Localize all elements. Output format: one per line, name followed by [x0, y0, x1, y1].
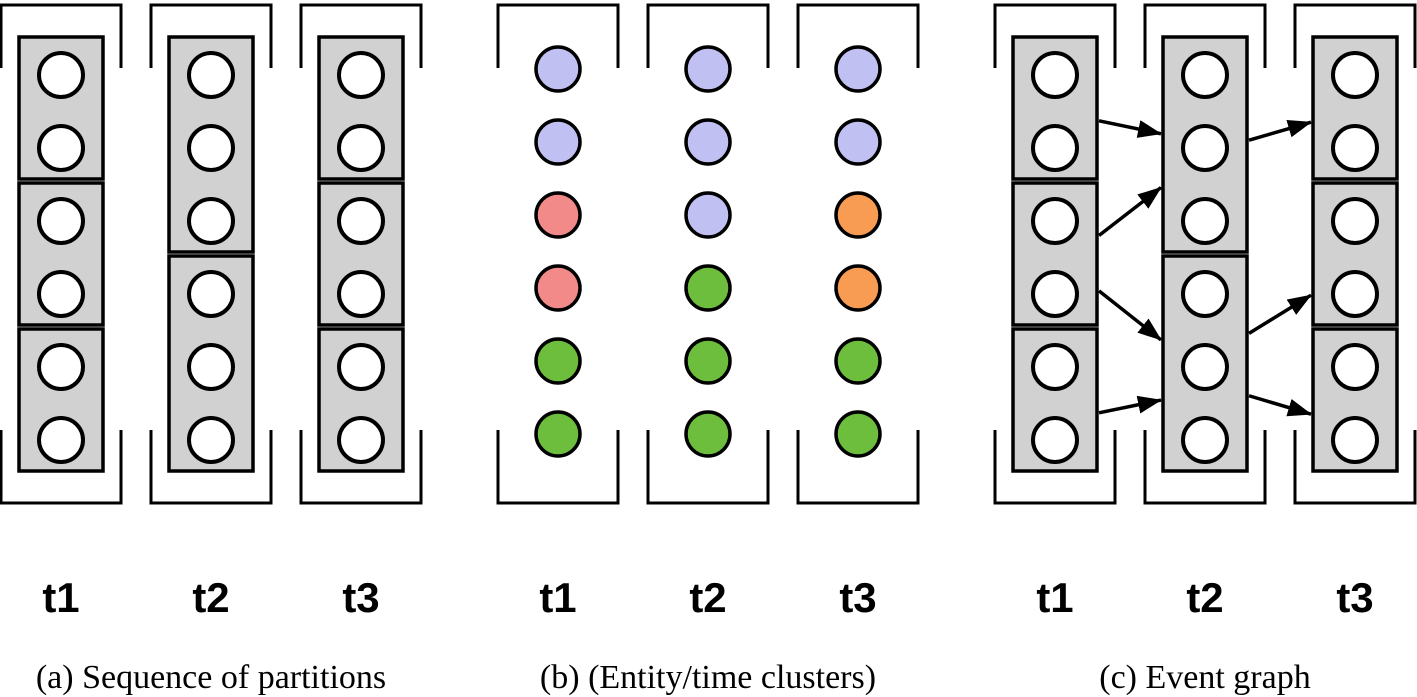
cluster-dot-red — [534, 264, 582, 312]
panel-a: t1 t2 t3 (a) Sequence of partitions — [0, 3, 423, 696]
cluster-dot-green — [834, 337, 882, 385]
entity-node — [1031, 51, 1079, 99]
time-label: t3 — [1336, 574, 1373, 621]
entity-node — [1031, 197, 1079, 245]
cluster-dot-green — [834, 410, 882, 458]
entity-node — [187, 51, 235, 99]
entity-node — [1331, 343, 1379, 391]
cluster-dot-orange — [834, 191, 882, 239]
cluster-dot-blue — [684, 118, 732, 166]
cluster-dot-red — [534, 191, 582, 239]
entity-node — [1331, 51, 1379, 99]
time-bracket-top — [0, 3, 123, 68]
entity-node — [337, 51, 385, 99]
time-label: t2 — [192, 574, 229, 621]
entity-node — [337, 124, 385, 172]
entity-node — [1331, 124, 1379, 172]
event-arrow — [1098, 395, 1162, 415]
cluster-dot-blue — [534, 45, 582, 93]
entity-node — [1031, 416, 1079, 464]
time-label: t1 — [42, 574, 79, 621]
time-bracket-top — [646, 3, 770, 68]
entity-node — [1181, 124, 1229, 172]
time-bracket-bottom — [299, 430, 423, 505]
entity-node — [337, 197, 385, 245]
entity-node — [37, 416, 85, 464]
event-arrow — [1248, 119, 1312, 142]
entity-node — [187, 343, 235, 391]
entity-node — [37, 51, 85, 99]
cluster-dot-blue — [684, 191, 732, 239]
cluster-dot-green — [534, 410, 582, 458]
time-bracket-top — [299, 3, 423, 68]
entity-node — [1181, 51, 1229, 99]
time-bracket-top — [1293, 3, 1417, 68]
event-arrow — [1097, 289, 1163, 342]
time-bracket-top — [993, 3, 1117, 68]
event-arrow — [1098, 119, 1162, 138]
cluster-dot-blue — [834, 118, 882, 166]
entity-node — [37, 124, 85, 172]
entity-node — [187, 197, 235, 245]
cluster-dot-orange — [834, 264, 882, 312]
panel-caption: (b) (Entity/time clusters) — [540, 659, 876, 696]
entity-node — [1031, 270, 1079, 318]
time-bracket-top — [496, 3, 620, 68]
time-bracket-bottom — [993, 430, 1117, 505]
time-bracket-bottom — [149, 430, 273, 505]
cluster-dot-green — [684, 337, 732, 385]
event-arrow — [1097, 186, 1163, 237]
panel-caption: (a) Sequence of partitions — [36, 659, 386, 696]
time-label: t2 — [1186, 574, 1223, 621]
entity-node — [1031, 124, 1079, 172]
entity-node — [37, 197, 85, 245]
time-label: t3 — [839, 574, 876, 621]
cluster-dot-green — [534, 337, 582, 385]
entity-node — [1181, 270, 1229, 318]
cluster-dot-green — [684, 410, 732, 458]
time-bracket-top — [796, 3, 920, 68]
entity-node — [1331, 270, 1379, 318]
time-bracket-bottom — [1143, 430, 1267, 505]
entity-node — [1031, 343, 1079, 391]
time-bracket-bottom — [646, 430, 770, 505]
cluster-dot-green — [684, 264, 732, 312]
time-label: t2 — [689, 574, 726, 621]
entity-node — [337, 343, 385, 391]
entity-node — [337, 416, 385, 464]
time-bracket-bottom — [1293, 430, 1417, 505]
entity-node — [37, 270, 85, 318]
entity-node — [1181, 197, 1229, 245]
time-label: t1 — [539, 574, 576, 621]
time-bracket-bottom — [796, 430, 920, 505]
time-label: t1 — [1036, 574, 1073, 621]
time-label: t3 — [342, 574, 379, 621]
entity-node — [1331, 197, 1379, 245]
cluster-dot-blue — [684, 45, 732, 93]
entity-node — [187, 270, 235, 318]
time-bracket-top — [149, 3, 273, 68]
time-bracket-bottom — [496, 430, 620, 505]
event-arrow — [1248, 394, 1312, 417]
entity-node — [1331, 416, 1379, 464]
entity-node — [1181, 343, 1229, 391]
entity-node — [37, 343, 85, 391]
entity-node — [1181, 416, 1229, 464]
cluster-dot-blue — [534, 118, 582, 166]
entity-node — [337, 270, 385, 318]
time-bracket-bottom — [0, 430, 123, 505]
entity-node — [187, 124, 235, 172]
entity-node — [187, 416, 235, 464]
panel-c: t1 t2 t3 (c) Event graph — [993, 3, 1417, 696]
event-arrow — [1248, 293, 1312, 335]
cluster-dot-blue — [834, 45, 882, 93]
time-bracket-top — [1143, 3, 1267, 68]
panel-b: t1 t2 t3 (b) (Entity/time clusters) — [496, 3, 920, 696]
panel-caption: (c) Event graph — [1099, 659, 1310, 696]
